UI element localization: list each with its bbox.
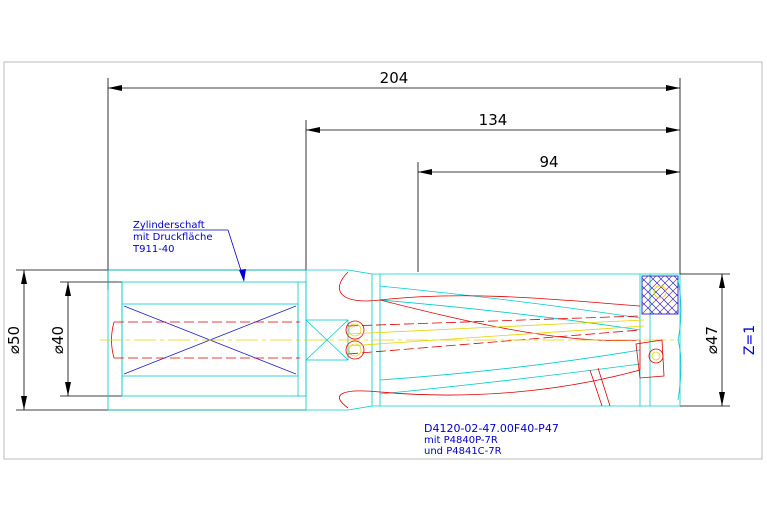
dimension-94-label: 94 <box>539 153 558 171</box>
shank-note-line1: Zylinderschaft <box>133 220 205 231</box>
shank-note: Zylinderschaft mit Druckfläche T911-40 <box>132 220 246 282</box>
dimension-diameter-50-label: ⌀50 <box>5 326 23 354</box>
dimension-diameter-47: ⌀47 <box>680 273 730 407</box>
part-note-line1: D4120-02-47.00F40-P47 <box>424 422 559 435</box>
part-note: D4120-02-47.00F40-P47 mit P4840P-7R und … <box>424 422 559 457</box>
dimension-204-label: 204 <box>380 69 409 87</box>
lower-insert <box>635 339 665 379</box>
shank-note-line3: T911-40 <box>132 244 175 255</box>
dimension-diameter-40-label: ⌀40 <box>49 326 67 354</box>
centerline <box>100 319 680 347</box>
body-bore <box>347 315 641 355</box>
dimension-94: 94 <box>417 153 680 272</box>
dimension-diameter-40: ⌀40 <box>49 281 122 397</box>
flute-count-label: Z=1 <box>742 325 758 355</box>
drawing-frame <box>3 61 763 460</box>
shank-note-line2: mit Druckfläche <box>133 232 212 243</box>
dimension-134: 134 <box>305 111 680 270</box>
dimension-134-label: 134 <box>479 111 508 129</box>
part-note-line2: mit P4840P-7R <box>424 435 498 446</box>
coolant-holes <box>345 320 365 360</box>
dimension-204: 204 <box>107 69 681 290</box>
flute-outline <box>339 271 641 409</box>
insert-pocket <box>641 275 682 401</box>
dimension-diameter-47-label: ⌀47 <box>703 326 721 354</box>
part-note-line3: und P4841C-7R <box>424 446 502 457</box>
